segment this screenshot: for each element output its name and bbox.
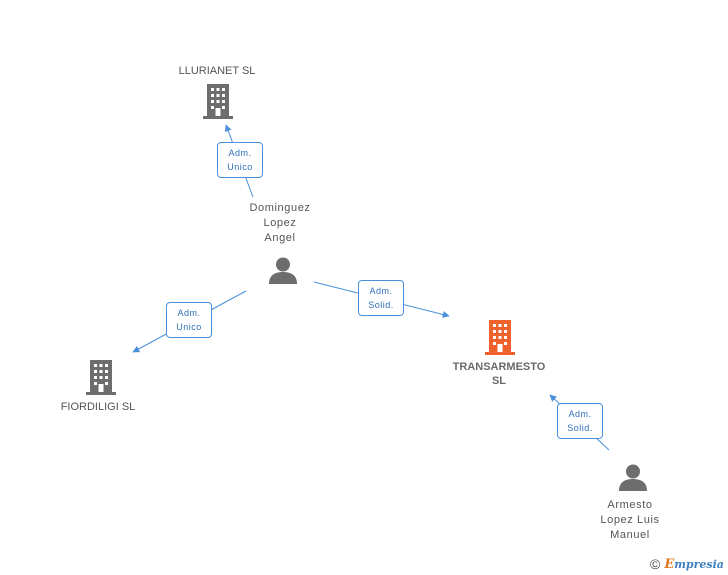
person-dominguez-label[interactable]: Dominguez Lopez Angel [249, 202, 311, 244]
copyright-footer: © Empresia [650, 555, 724, 573]
copyright-icon: © [650, 556, 661, 572]
edge-label-adm-solid-dominguez[interactable]: Adm. Solid. [358, 280, 404, 316]
edge-label-adm-solid-armesto[interactable]: Adm. Solid. [557, 403, 603, 439]
company-fiordiligi-label[interactable]: FIORDILIGI SL [60, 401, 136, 413]
building-icon[interactable] [86, 360, 116, 395]
building-icon-focus[interactable] [485, 320, 515, 355]
empresia-logo[interactable]: Empresia [664, 556, 724, 572]
person-armesto-label[interactable]: Armesto Lopez Luis Manuel [600, 499, 660, 541]
company-llurianet-label[interactable]: LLURIANET SL [178, 65, 256, 77]
edge-label-adm-unico-fiordiligi[interactable]: Adm. Unico [166, 302, 212, 338]
building-icon[interactable] [203, 84, 233, 119]
person-icon[interactable] [618, 464, 648, 491]
person-icon[interactable] [268, 257, 298, 284]
edge-label-adm-unico-llurianet[interactable]: Adm. Unico [217, 142, 263, 178]
company-transarmesto-label[interactable]: TRANSARMESTO SL [452, 361, 546, 387]
